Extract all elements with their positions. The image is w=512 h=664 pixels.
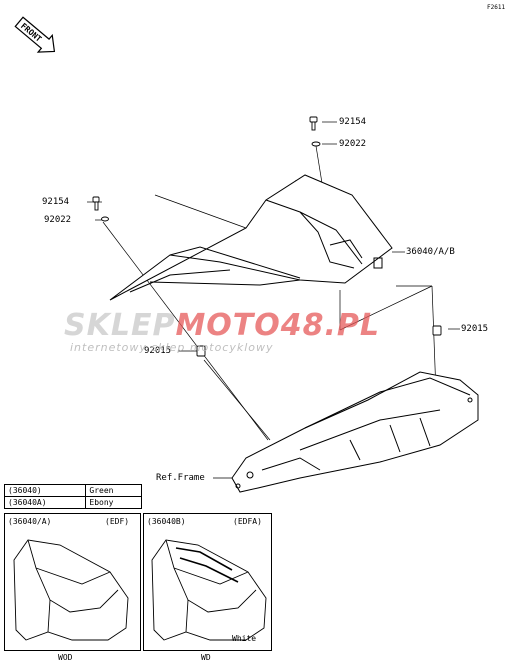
front-arrow-icon: FRONT — [14, 16, 56, 53]
color-name-cell: Green — [85, 484, 142, 497]
part-label-grommet-right[interactable]: 92015 — [461, 324, 489, 334]
variant-b-code: (36040B) — [147, 517, 186, 526]
variant-b-note: White — [232, 634, 257, 643]
watermark: SKLEPMOTO48.PL internetowy sklep motocyk… — [64, 308, 424, 355]
part-label-washer-upper[interactable]: 92022 — [339, 139, 367, 149]
grommet-icon — [432, 325, 442, 336]
bolt-icon — [309, 116, 318, 131]
table-row: (36040) Green — [3, 484, 142, 497]
color-code-cell: (36040A) — [3, 496, 87, 509]
part-label-bolt-upper[interactable]: 92154 — [339, 117, 367, 127]
variant-a-code: (36040/A) — [8, 517, 52, 526]
washer-icon — [311, 141, 321, 147]
variant-b-tag: (EDFA) — [233, 517, 262, 526]
part-label-seat-cowl[interactable]: 36040/A/B — [406, 247, 455, 257]
color-code-cell: (36040) — [3, 484, 87, 497]
part-label-bolt-left[interactable]: 92154 — [42, 197, 70, 207]
color-name-cell: Ebony — [85, 496, 142, 509]
part-label-grommet-left[interactable]: 92015 — [144, 346, 172, 356]
watermark-tagline: internetowy sklep motocyklowy — [70, 341, 274, 354]
variant-b-model: WD — [201, 653, 211, 662]
ref-frame-label: Ref.Frame — [156, 473, 205, 483]
washer-icon — [101, 216, 109, 222]
color-table: (36040) Green (36040A) Ebony — [3, 484, 142, 509]
variant-a-tag: (EDF) — [105, 517, 130, 526]
seat-cowl-shape — [109, 174, 393, 301]
variant-b-sketch — [151, 539, 267, 641]
grommet-icon — [196, 345, 206, 357]
variant-a-sketch — [13, 539, 129, 641]
variant-box-a — [4, 513, 141, 651]
variant-a-model: WOD — [58, 653, 73, 662]
table-row: (36040A) Ebony — [3, 496, 142, 509]
watermark-brand-b: MOTO48.PL — [175, 308, 381, 343]
rear-frame-shape — [231, 371, 479, 493]
variant-box-b — [143, 513, 272, 651]
figure-code: F2611 — [487, 4, 506, 11]
bolt-icon — [92, 196, 100, 211]
watermark-brand-a: SKLEP — [64, 308, 176, 343]
part-label-washer-left[interactable]: 92022 — [44, 215, 72, 225]
